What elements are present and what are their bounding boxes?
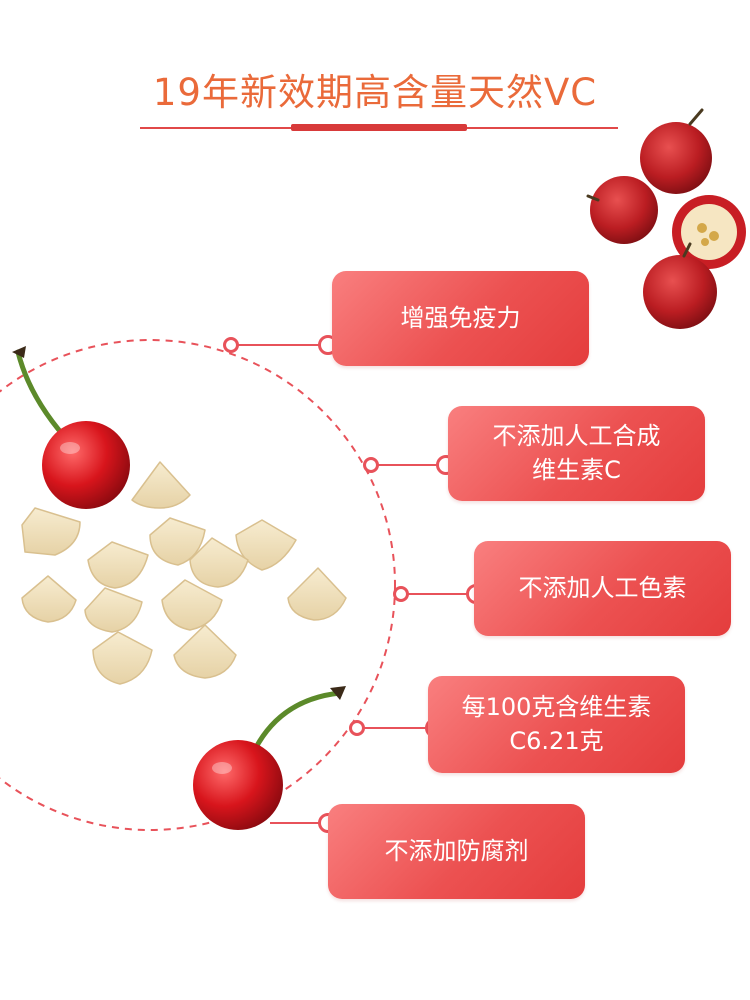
feature-label: 不添加防腐剂 xyxy=(384,836,529,865)
cherry-image xyxy=(12,346,130,509)
connector-dot xyxy=(393,586,409,602)
acerola-fruit-image xyxy=(586,108,746,329)
vc-tablets-image xyxy=(21,461,347,685)
connector-dot xyxy=(349,720,365,736)
feature-label: 增强免疫力 xyxy=(400,303,521,332)
connector-line xyxy=(232,344,332,346)
feature-badge-no-synthetic-vc: 不添加人工合成 维生素C xyxy=(448,406,705,501)
feature-badge-no-preservatives: 不添加防腐剂 xyxy=(328,804,585,899)
connector-line xyxy=(358,727,432,729)
feature-label: 不添加人工合成 维生素C xyxy=(492,421,661,484)
feature-badge-vc-content: 每100克含维生素 C6.21克 xyxy=(428,676,685,773)
connector-line xyxy=(270,822,330,824)
feature-badge-immunity: 增强免疫力 xyxy=(332,271,589,366)
feature-label: 不添加人工色素 xyxy=(518,573,687,602)
connector-dot xyxy=(363,457,379,473)
cherry-image xyxy=(193,686,346,830)
connector-dot xyxy=(223,337,239,353)
connector-line xyxy=(372,464,448,466)
feature-badge-no-artificial-color: 不添加人工色素 xyxy=(474,541,731,636)
connector-line xyxy=(402,593,476,595)
dashed-ring xyxy=(0,339,396,831)
title-divider-accent xyxy=(291,124,467,131)
page-title: 19年新效期高含量天然VC xyxy=(152,71,598,114)
feature-label: 每100克含维生素 C6.21克 xyxy=(461,692,652,755)
